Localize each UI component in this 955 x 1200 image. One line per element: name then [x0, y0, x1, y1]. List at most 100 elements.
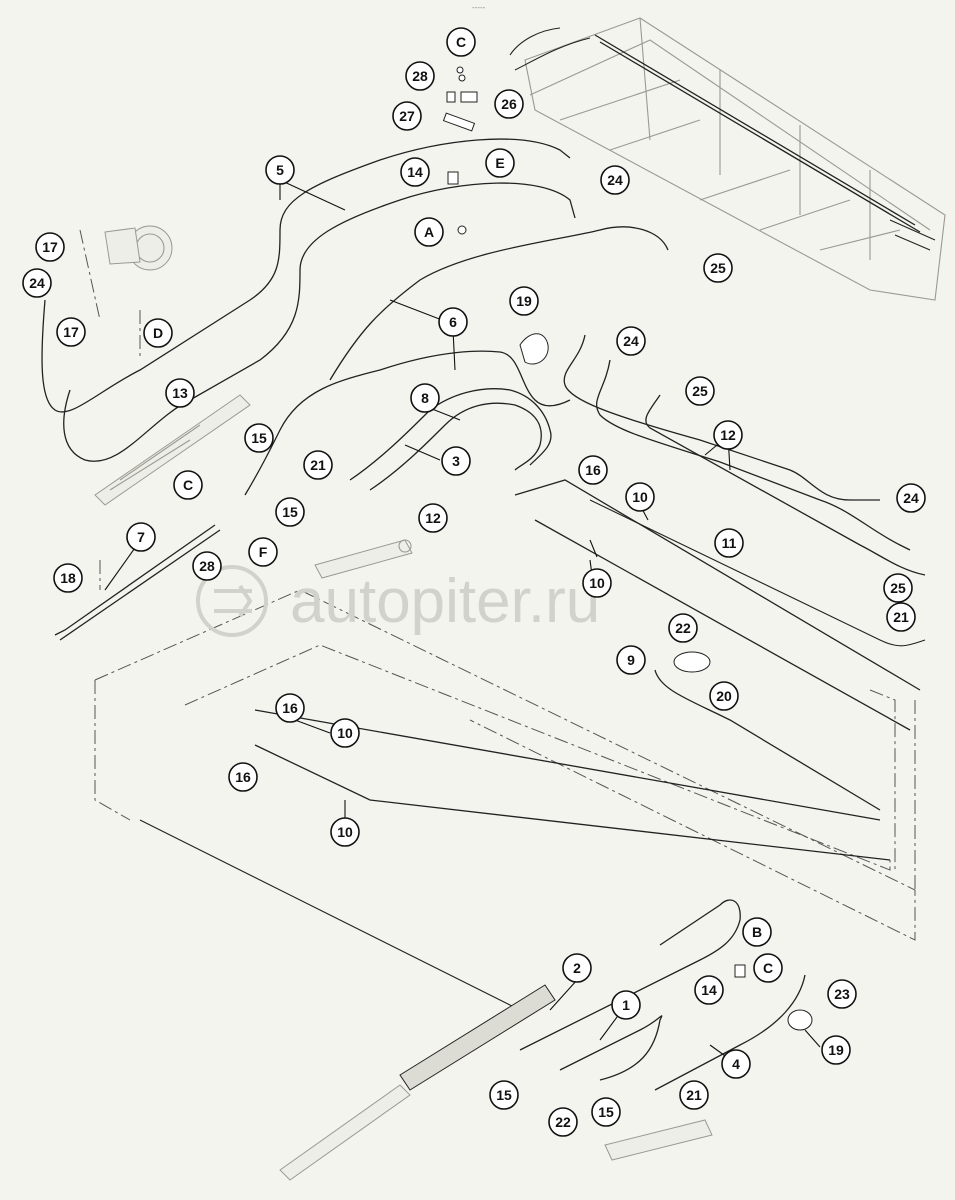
- pipe-4: [654, 974, 813, 1091]
- callout-circle: [330, 817, 360, 847]
- callout-E: E: [485, 148, 515, 178]
- pipe-9: [654, 651, 881, 811]
- callout-25-top: 25: [703, 253, 733, 283]
- callout-label: 15: [251, 430, 267, 446]
- pipe-12-11: [563, 334, 926, 576]
- callout-circle: [438, 307, 468, 337]
- watermark: autopiter.ru: [196, 565, 600, 637]
- callout-label: 15: [496, 1087, 512, 1103]
- callout-label: 22: [555, 1114, 571, 1130]
- callout-label: 21: [686, 1087, 702, 1103]
- callout-circle: [713, 420, 743, 450]
- callout-circle: [303, 450, 333, 480]
- callout-label: 10: [632, 489, 648, 505]
- callout-label: E: [495, 155, 504, 171]
- callout-14-top: 14: [400, 157, 430, 187]
- callout-label: 15: [282, 504, 298, 520]
- callout-label: C: [763, 960, 773, 976]
- callout-circle: [548, 1107, 578, 1137]
- callout-circle: [418, 503, 448, 533]
- pipe-10-lower: [139, 709, 891, 1011]
- callout-19-bot: 19: [821, 1035, 851, 1065]
- callout-label: 21: [310, 457, 326, 473]
- callout-21-b: 21: [886, 602, 916, 632]
- callout-label: 2: [573, 960, 581, 976]
- callout-21-a: 21: [303, 450, 333, 480]
- callout-circle: [126, 522, 156, 552]
- watermark-text: autopiter.ru: [290, 567, 600, 636]
- callout-circle: [143, 318, 173, 348]
- callout-circle: [446, 27, 476, 57]
- callout-28-mid: 28: [192, 551, 222, 581]
- page-mark: -----: [472, 3, 486, 12]
- callout-label: 12: [425, 510, 441, 526]
- callout-14-bot: 14: [694, 975, 724, 1005]
- callout-circle: [821, 1035, 851, 1065]
- callout-label: B: [752, 924, 762, 940]
- callout-label: 19: [828, 1042, 844, 1058]
- callout-circle: [694, 975, 724, 1005]
- callout-circle: [35, 232, 65, 262]
- callout-label: 13: [172, 385, 188, 401]
- callout-23: 23: [827, 979, 857, 1009]
- callout-C-bot: C: [753, 953, 783, 983]
- callout-label: 24: [607, 172, 623, 188]
- callout-24-top: 24: [600, 165, 630, 195]
- callout-label: A: [424, 224, 434, 240]
- callout-circle: [392, 101, 422, 131]
- callout-circle: [494, 89, 524, 119]
- pipe-19-loop-top: [519, 333, 549, 365]
- callout-circle: [753, 953, 783, 983]
- callout-circle: [509, 286, 539, 316]
- callout-label: 17: [63, 324, 79, 340]
- callout-circle: [173, 470, 203, 500]
- hydraulic-motor: [104, 225, 173, 271]
- callout-circle: [714, 528, 744, 558]
- callout-label: 24: [29, 275, 45, 291]
- callout-label: 25: [692, 383, 708, 399]
- callout-17-a: 17: [35, 232, 65, 262]
- callout-circle: [56, 317, 86, 347]
- callout-7: 7: [126, 522, 156, 552]
- callout-15-b: 15: [275, 497, 305, 527]
- pipe-8-3: [349, 388, 552, 491]
- callout-circle: [896, 483, 926, 513]
- callout-circle: [685, 376, 715, 406]
- callout-circle: [703, 253, 733, 283]
- callout-16-c: 16: [228, 762, 258, 792]
- callout-C-top: C: [446, 27, 476, 57]
- callout-10-d: 10: [330, 817, 360, 847]
- callout-A: A: [414, 217, 444, 247]
- callout-circle: [616, 326, 646, 356]
- callout-12-b: 12: [418, 503, 448, 533]
- callout-circle: [275, 497, 305, 527]
- cylinder-ghost-mid: [314, 539, 413, 579]
- callout-label: 26: [501, 96, 517, 112]
- callout-20: 20: [709, 681, 739, 711]
- callout-circle: [405, 61, 435, 91]
- callout-3: 3: [441, 446, 471, 476]
- pipe-10-upper: [514, 479, 926, 731]
- callout-label: 20: [716, 688, 732, 704]
- callout-16-b: 16: [275, 693, 305, 723]
- callout-circle: [591, 1097, 621, 1127]
- callout-10-a: 10: [625, 482, 655, 512]
- callout-24-right: 24: [896, 483, 926, 513]
- callout-F: F: [248, 537, 278, 567]
- callout-circle: [192, 551, 222, 581]
- callout-21-c: 21: [679, 1080, 709, 1110]
- callout-circle: [578, 455, 608, 485]
- callout-25-right: 25: [883, 573, 913, 603]
- callout-circle: [582, 568, 612, 598]
- callout-label: 21: [893, 609, 909, 625]
- callout-4: 4: [721, 1049, 751, 1079]
- callout-1: 1: [611, 990, 641, 1020]
- callout-12-a: 12: [713, 420, 743, 450]
- callout-24-left: 24: [22, 268, 52, 298]
- callout-6: 6: [438, 307, 468, 337]
- callout-circle: [400, 157, 430, 187]
- callout-circle: [827, 979, 857, 1009]
- callout-label: 7: [137, 529, 145, 545]
- callout-label: 24: [903, 490, 919, 506]
- callout-label: 19: [516, 293, 532, 309]
